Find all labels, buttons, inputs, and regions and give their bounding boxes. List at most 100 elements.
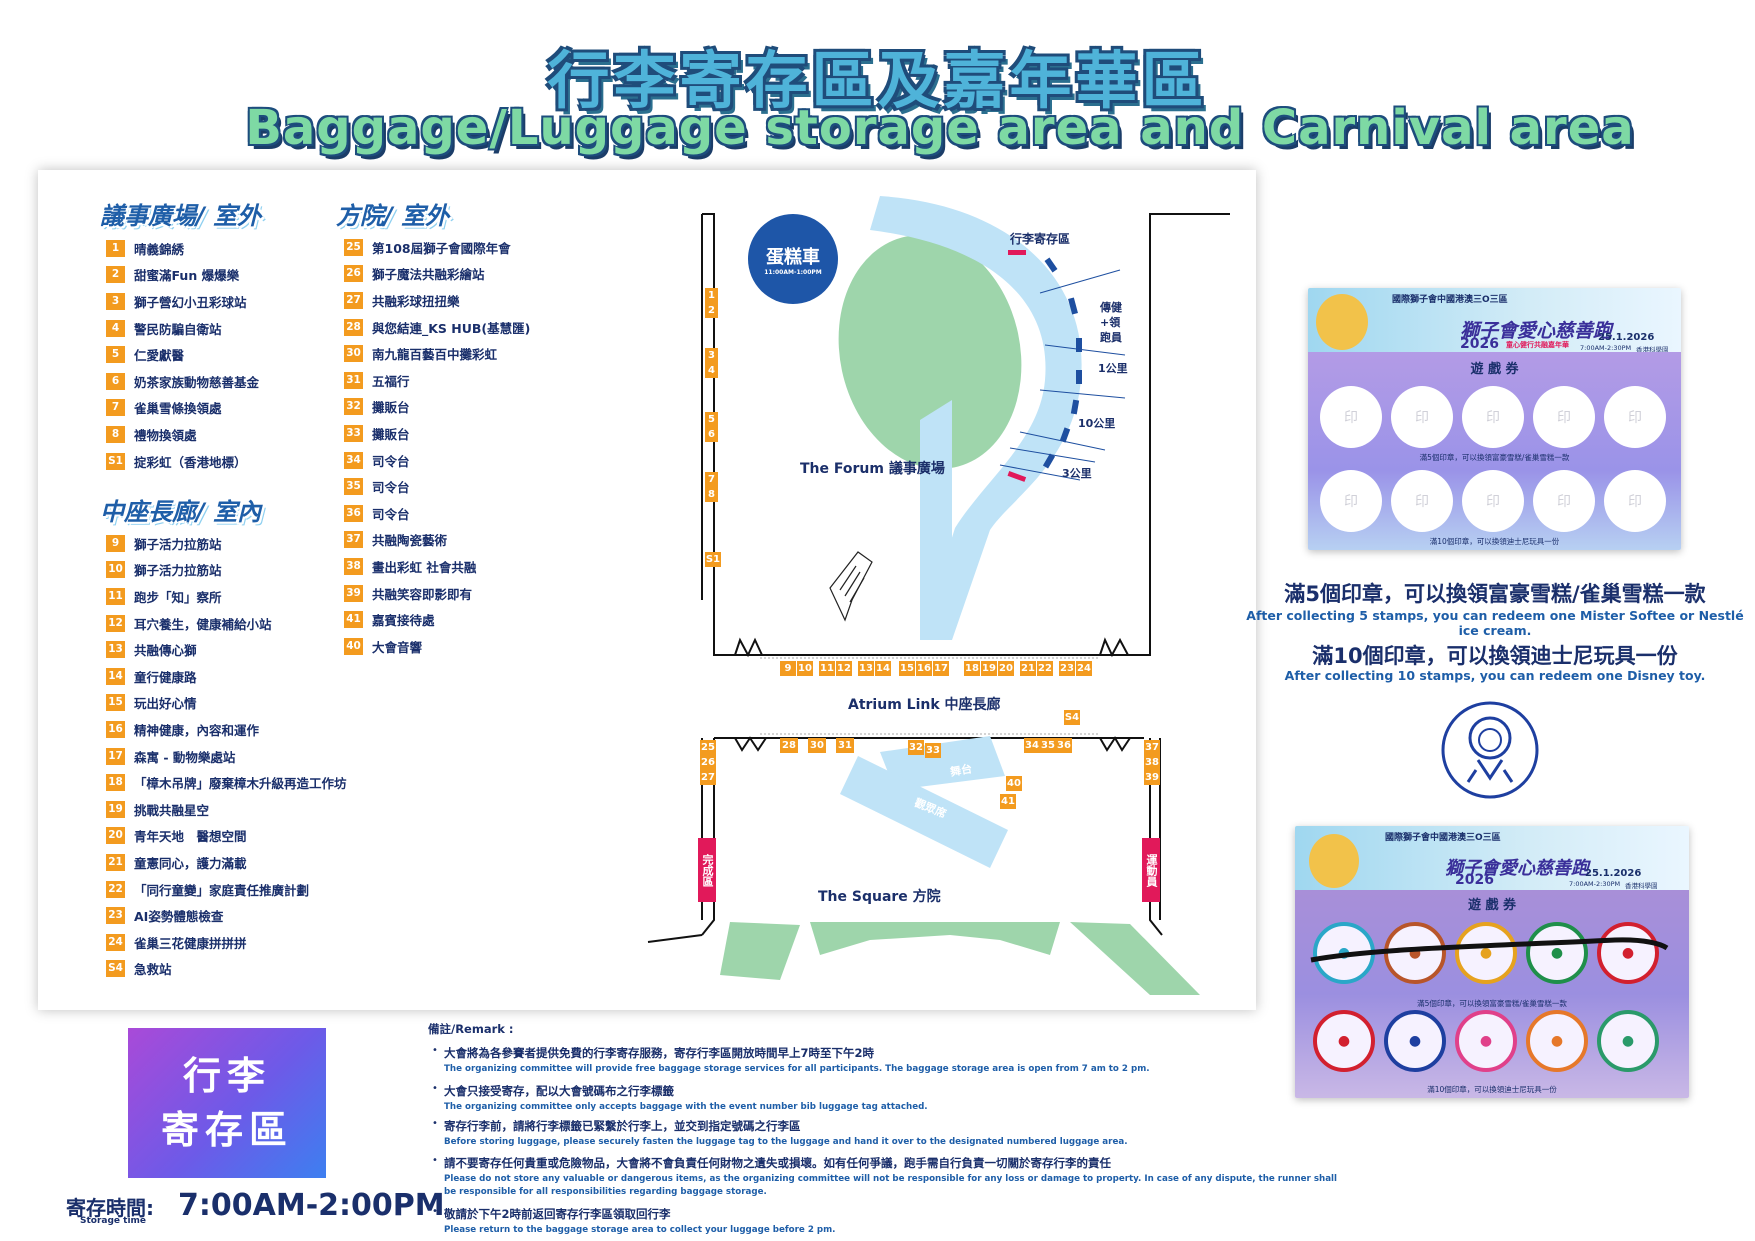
redeem-ten-en: After collecting 10 stamps, you can rede…: [1284, 668, 1706, 683]
lion-logo-icon: [1441, 701, 1539, 799]
bullet-icon: •: [432, 1155, 438, 1166]
coupon-body: 遊 戲 券 印印印印印印印印印印 滿5個印章，可以換領富豪雪糕/雀巢雪糕一款 滿…: [1308, 352, 1681, 550]
legend-number-badge: 17: [106, 747, 125, 765]
stamp-circle: ●: [1313, 1010, 1375, 1072]
legend-label: 雀巢三花健康拼拼拼: [134, 935, 247, 951]
legend-item: 35 司令台: [344, 473, 530, 500]
legend-label: 童行健康路: [134, 669, 197, 685]
legend-label: 警民防騙自衛站: [134, 321, 222, 337]
legend-label: 攤販台: [372, 400, 410, 416]
stamp-circle: 印: [1533, 386, 1595, 448]
luggage-marker-red: [1008, 250, 1026, 255]
remark-zh: 寄存行李前，請將行李標籤已緊繫於行李上，並交到指定號碼之行李區: [444, 1119, 801, 1133]
map-number-marker: 4: [705, 363, 718, 378]
luggage-area-label: 行李寄存區: [1010, 232, 1071, 246]
stamp-circle: 印: [1462, 386, 1524, 448]
legend-number-badge: 2: [106, 266, 125, 284]
coupon-photo-note5: 滿5個印章，可以換領富豪雪糕/雀巢雪糕一款: [1417, 999, 1567, 1008]
storage-time-value: 7:00AM-2:00PM: [178, 1188, 445, 1223]
atrium-indoor-heading: 中座長廊/ 室內: [100, 498, 262, 526]
map-number-marker: 39: [1144, 770, 1160, 785]
map-number-marker: 30: [808, 738, 826, 753]
map-number-marker: 20: [998, 661, 1014, 676]
stamp-circle: ●: [1455, 922, 1517, 984]
legend-item: 4 警民防騙自衛站: [106, 315, 259, 342]
coupon-photo-time: 7:00AM-2:30PM: [1569, 880, 1621, 888]
stamp-circle: 印: [1533, 470, 1595, 532]
legend-number-badge: 18: [106, 774, 125, 792]
coupon-photo-event-year: 2026: [1455, 872, 1494, 888]
distance-3k: 3公里: [1062, 467, 1092, 480]
map-number-marker: 16: [916, 661, 932, 676]
map-number-marker: 41: [1000, 794, 1016, 809]
map-number-marker: S4: [1064, 710, 1080, 725]
legend-number-badge: 19: [106, 800, 125, 818]
legend-label: 第108屆獅子會國際年會: [372, 240, 511, 256]
legend-item: 41 嘉賓接待處: [344, 606, 530, 633]
coupon-note5: 滿5個印章，可以換領富豪雪糕/雀巢雪糕一款: [1419, 453, 1570, 462]
legend-item: 36 司令台: [344, 500, 530, 527]
map-number-marker: 17: [933, 661, 949, 676]
legend-number-badge: 37: [344, 531, 363, 549]
map-number-marker: 27: [700, 770, 716, 785]
legend-number-badge: 28: [344, 318, 363, 336]
square-label: The Square 方院: [818, 889, 941, 905]
legend-item: 22「同行童變」家庭責任推廣計劃: [106, 876, 347, 903]
legend-number-badge: 36: [344, 504, 363, 522]
coupon-time: 7:00AM-2:30PM: [1580, 344, 1632, 352]
legend-label: 共融陶瓷藝術: [372, 533, 448, 549]
lion-mascot-icon: [1309, 834, 1359, 888]
running-track: [870, 196, 1082, 640]
map-number-marker: 35: [1040, 738, 1056, 753]
stamp-circle: ●: [1597, 922, 1659, 984]
legend-number-badge: 9: [106, 534, 125, 552]
legend-item: 18「樟木吊牌」廢棄樟木升級再造工作坊: [106, 769, 347, 796]
legend-label: 南九龍百藝百中攤彩虹: [372, 347, 498, 363]
coupon-date: 25.1.2026: [1598, 332, 1655, 343]
storage-sign-line2: 寄存區: [160, 1108, 293, 1152]
legend-label: 嘉賓接待處: [372, 613, 435, 629]
coupon-photo-org: 國際獅子會中國港澳三O三區: [1385, 833, 1501, 843]
legend-number-badge: 41: [344, 611, 363, 629]
coupon-photo-note10: 滿10個印章，可以換領迪士尼玩具一份: [1427, 1085, 1557, 1094]
remark-item: •請不要寄存任何貴重或危險物品，大會將不會負責任何財物之遺失或損壞。如有任何爭議…: [432, 1155, 1344, 1199]
cake-truck-marker: 蛋糕車 11:00AM-1:00PM: [748, 214, 838, 304]
coupon-org: 國際獅子會中國港澳三O三區: [1392, 295, 1508, 305]
legend-label: 獅子營幻小丑彩球站: [134, 294, 247, 310]
coupon-photo-event-name: 獅子會愛心慈善跑: [1445, 858, 1589, 879]
legend-label: 司令台: [372, 506, 410, 522]
legend-label: 奶茶家族動物慈善基金: [134, 374, 260, 390]
legend-number-badge: 27: [344, 291, 363, 309]
legend-number-badge: 4: [106, 319, 125, 337]
legend-number-badge: 35: [344, 478, 363, 496]
legend-label: 「同行童變」家庭責任推廣計劃: [134, 882, 310, 898]
forum-label: The Forum 議事廣場: [800, 461, 945, 477]
map-number-marker: 36: [1056, 738, 1072, 753]
map-number-marker: 3: [705, 348, 718, 363]
legend-label: 司令台: [372, 480, 410, 496]
stamp-circle: ●: [1384, 1010, 1446, 1072]
legend-label: 共融傳心獅: [134, 643, 197, 659]
map-number-marker: 37: [1144, 740, 1160, 755]
legend-number-badge: 16: [106, 720, 125, 738]
legend-number-badge: 13: [106, 641, 125, 659]
bullet-icon: •: [432, 1118, 438, 1129]
square-outdoor-heading: 方院/ 室外: [336, 202, 450, 230]
remark-zh: 大會將為各參賽者提供免費的行李寄存服務，寄存行李區開放時間早上7時至下午2時: [444, 1046, 874, 1060]
cake-truck-time: 11:00AM-1:00PM: [764, 268, 822, 276]
